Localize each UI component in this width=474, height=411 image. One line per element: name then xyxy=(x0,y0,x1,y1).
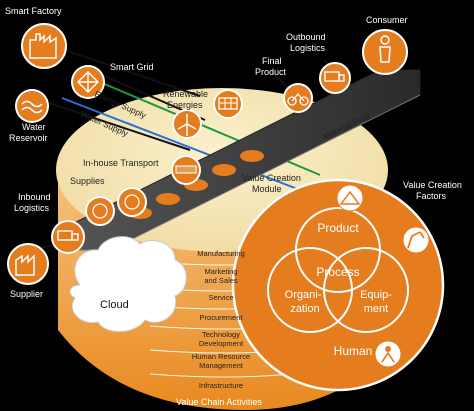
label-inbound-logistics-2: Logistics xyxy=(14,203,50,213)
label-value-chain-activities: Value Chain Activities xyxy=(176,397,262,407)
venn-equipment xyxy=(323,247,409,333)
label-value-creation-factors-1: Value Creation xyxy=(403,180,462,190)
factor-human: Human xyxy=(334,344,373,358)
activity-technology-development-1: Technology xyxy=(202,330,240,339)
label-renewable-energies-1: Renewable xyxy=(163,89,208,99)
activity-procurement: Procurement xyxy=(200,313,244,322)
label-smart-factory: Smart Factory xyxy=(5,6,62,16)
icon-water-reservoir xyxy=(15,89,49,123)
icon-wind-turbine xyxy=(172,109,202,139)
activity-technology-development-2: Development xyxy=(199,339,244,348)
label-supplier: Supplier xyxy=(10,289,43,299)
icon-smart-factory xyxy=(21,23,67,69)
icon-factor-worker xyxy=(374,340,402,368)
icon-factor-robot xyxy=(402,226,430,254)
activity-infrastructure: Infrastructure xyxy=(199,381,243,390)
label-inhouse-transport: In-house Transport xyxy=(83,158,159,168)
value-creation-factors xyxy=(231,178,445,392)
activity-hr-management-1: Human Resource xyxy=(192,352,250,361)
factor-process: Process xyxy=(316,265,359,279)
factors-disc xyxy=(231,178,445,392)
activity-hr-management-2: Management xyxy=(199,361,244,370)
label-water-reservoir-2: Reservoir xyxy=(9,133,48,143)
activity-marketing-sales-2: and Sales xyxy=(204,276,238,285)
icon-inhouse-transport xyxy=(171,155,201,185)
label-cloud: Cloud xyxy=(100,299,129,311)
icon-consumer xyxy=(362,29,408,75)
cloud-shape xyxy=(69,236,187,332)
factor-equipment-1: Equip- xyxy=(360,289,392,301)
icon-factor-tent xyxy=(336,184,364,212)
label-value-creation-module-2: Module xyxy=(252,184,282,194)
activity-marketing-sales-1: Marketing xyxy=(205,267,238,276)
icon-supplies-wheels xyxy=(85,187,147,226)
label-value-creation-module-1: Value Creation xyxy=(242,173,301,183)
factor-organization-2: zation xyxy=(290,303,319,315)
label-outbound-logistics-1: Outbound xyxy=(286,32,326,42)
label-supplies: Supplies xyxy=(70,176,105,186)
factor-equipment-2: ment xyxy=(364,303,388,315)
label-renewable-energies-2: Energies xyxy=(167,100,203,110)
label-consumer: Consumer xyxy=(366,15,408,25)
label-smart-grid: Smart Grid xyxy=(110,62,154,72)
label-value-creation-factors-2: Factors xyxy=(416,191,447,201)
activity-manufacturing: Manufacturing xyxy=(197,249,245,258)
factor-organization-1: Organi- xyxy=(285,289,322,301)
label-outbound-logistics-2: Logistics xyxy=(290,43,326,53)
venn-organization xyxy=(267,247,353,333)
icon-outbound-logistics xyxy=(319,62,351,94)
factor-product: Product xyxy=(317,221,359,235)
label-final-product-2: Product xyxy=(255,67,287,77)
label-final-product-1: Final xyxy=(262,56,282,66)
icon-solar-panel xyxy=(213,89,243,119)
icon-inbound-logistics xyxy=(51,220,85,254)
label-inbound-logistics-1: Inbound xyxy=(18,192,51,202)
icon-supplier xyxy=(7,243,49,285)
activity-service: Service xyxy=(208,293,233,302)
label-water-reservoir-1: Water xyxy=(22,122,46,132)
icon-smart-grid xyxy=(71,65,105,99)
icon-final-product xyxy=(283,83,313,113)
